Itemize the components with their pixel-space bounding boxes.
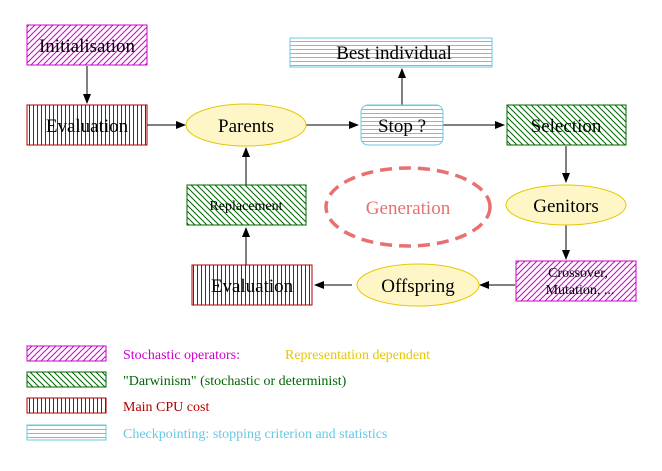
legend-checkpointing: Checkpointing: stopping criterion and st… (26, 424, 387, 442)
arrows (83, 66, 570, 289)
legend-swatch-magenta (26, 345, 107, 362)
node-best-individual: Best individual (289, 37, 493, 68)
label-genitors: Genitors (533, 196, 598, 217)
legend-cpu-label: Main CPU cost (123, 400, 209, 415)
node-genitors: Genitors (505, 184, 627, 226)
legend-darwinism: "Darwinism" (stochastic or determinist) (26, 371, 347, 389)
node-parents: Parents (185, 103, 307, 147)
node-offspring: Offspring (356, 263, 480, 307)
node-evaluation-bottom: Evaluation (191, 264, 313, 306)
node-evaluation-top: Evaluation (26, 104, 148, 146)
label-generation: Generation (366, 198, 451, 219)
legend-swatch-cyan (26, 424, 107, 441)
node-replacement: Replacement (186, 184, 307, 226)
legend-stochastic: Stochastic operators: Representation dep… (26, 345, 430, 363)
node-initialisation: Initialisation (26, 24, 148, 66)
legend-checkpointing-label: Checkpointing: stopping criterion and st… (123, 427, 387, 442)
legend: Stochastic operators: Representation dep… (26, 345, 430, 442)
legend-stochastic-label: Stochastic operators: (123, 348, 240, 363)
label-initialisation: Initialisation (39, 36, 136, 57)
label-selection: Selection (531, 116, 602, 137)
node-generation: Generation (324, 166, 492, 248)
legend-swatch-green (26, 371, 107, 388)
label-mutation: Mutation, ... (546, 283, 615, 298)
legend-representation-label: Representation dependent (285, 348, 430, 363)
legend-swatch-red (26, 397, 107, 414)
node-selection: Selection (506, 104, 627, 146)
label-replacement: Replacement (209, 199, 282, 214)
legend-darwinism-label: "Darwinism" (stochastic or determinist) (123, 374, 347, 389)
label-best-individual: Best individual (336, 43, 452, 64)
label-offspring: Offspring (381, 276, 455, 297)
label-evaluation-bottom: Evaluation (211, 276, 294, 297)
label-parents: Parents (218, 116, 274, 137)
label-stop: Stop ? (378, 116, 426, 137)
node-crossover-mutation: Crossover, Mutation, ... (515, 260, 637, 302)
label-crossover: Crossover, (548, 266, 608, 281)
legend-cpu: Main CPU cost (26, 397, 209, 415)
label-evaluation-top: Evaluation (46, 116, 129, 137)
node-stop: Stop ? (360, 104, 444, 146)
